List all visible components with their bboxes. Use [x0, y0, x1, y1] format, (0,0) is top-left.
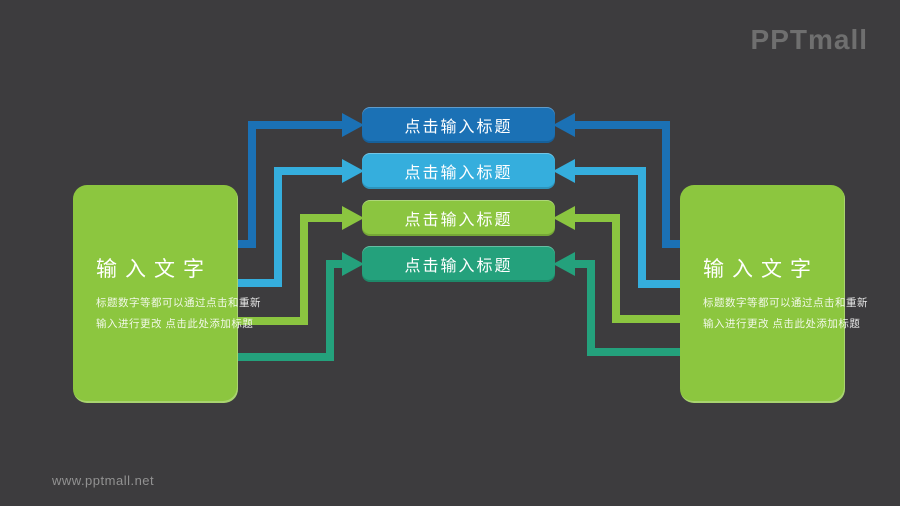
arrowhead-left-blue-icon: [342, 113, 364, 137]
connector-right-green: [573, 214, 690, 323]
right-panel-title: 输入文字: [703, 258, 819, 281]
watermark-url: www.pptmall.net: [52, 473, 155, 488]
left-panel-body: 标题数字等都可以通过点击和重新 输入进行更改 点击此处添加标题: [96, 293, 261, 335]
title-bar-4[interactable]: 点击输入标题: [362, 246, 555, 282]
arrowhead-right-cyan-icon: [553, 159, 575, 183]
connector-left-cyan: [230, 167, 344, 287]
right-panel-body-line1: 标题数字等都可以通过点击和重新: [703, 297, 868, 309]
connector-left-blue: [230, 121, 344, 248]
connector-right-cyan: [573, 167, 690, 288]
right-panel-body: 标题数字等都可以通过点击和重新 输入进行更改 点击此处添加标题: [703, 293, 868, 335]
right-panel-body-line2: 输入进行更改 点击此处添加标题: [703, 318, 861, 330]
left-panel-title: 输入文字: [96, 258, 212, 281]
arrowhead-left-teal-icon: [342, 252, 364, 276]
arrowhead-right-teal-icon: [553, 252, 575, 276]
right-text-panel[interactable]: 输入文字 标题数字等都可以通过点击和重新 输入进行更改 点击此处添加标题: [680, 185, 868, 403]
connector-left-teal: [230, 260, 344, 361]
connector-right-blue: [573, 121, 690, 248]
left-panel-body-line1: 标题数字等都可以通过点击和重新: [96, 297, 261, 309]
arrowhead-right-green-icon: [553, 206, 575, 230]
title-bar-2[interactable]: 点击输入标题: [362, 153, 555, 189]
arrowhead-right-blue-icon: [553, 113, 575, 137]
connector-left-green: [230, 214, 344, 325]
title-bar-3[interactable]: 点击输入标题: [362, 200, 555, 236]
title-bar-1[interactable]: 点击输入标题: [362, 107, 555, 143]
left-panel-body-line2: 输入进行更改 点击此处添加标题: [96, 318, 254, 330]
left-text-panel[interactable]: 输入文字 标题数字等都可以通过点击和重新 输入进行更改 点击此处添加标题: [73, 185, 261, 403]
connector-right-teal: [573, 260, 690, 356]
arrowhead-left-cyan-icon: [342, 159, 364, 183]
pptmall-logo: PPTmall: [750, 24, 868, 55]
arrowhead-left-green-icon: [342, 206, 364, 230]
